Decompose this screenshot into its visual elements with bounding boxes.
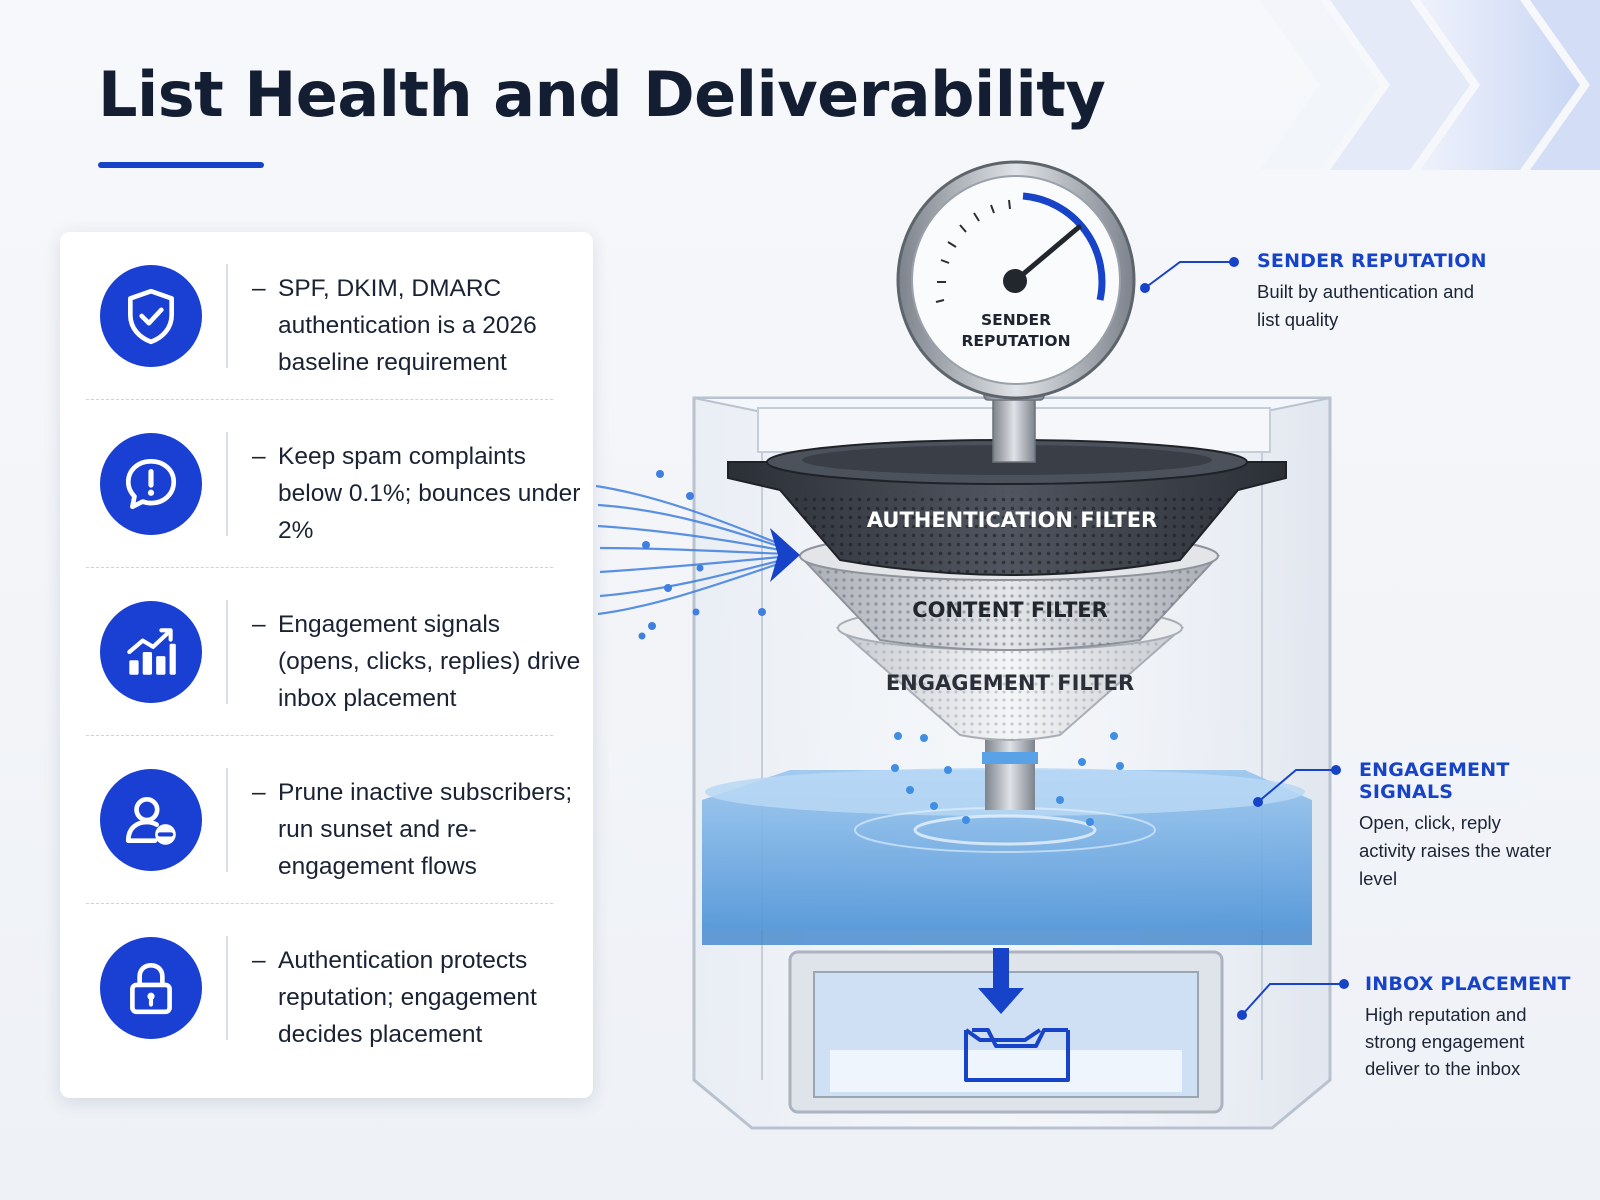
sender-callout-title: SENDER REPUTATION — [1257, 250, 1487, 272]
checklist-item: –SPF, DKIM, DMARC authentication is a 20… — [60, 232, 593, 400]
inbox-placement-callout: INBOX PLACEMENT High reputation and stro… — [1365, 973, 1571, 1082]
checklist-badge — [100, 937, 202, 1039]
sender-callout-dot — [1140, 283, 1150, 293]
inbox-callout-body: High reputation and strong engagement de… — [1365, 1004, 1527, 1079]
decorative-chevron-pattern — [1260, 0, 1600, 170]
row-divider — [226, 768, 228, 872]
inbox-callout-leader — [1241, 983, 1344, 1016]
row-separator — [86, 567, 553, 568]
sender-callout-body: Built by authentication and list quality — [1257, 281, 1475, 330]
inflow-arrowhead — [770, 528, 800, 582]
authentication-filter: AUTHENTICATION FILTER — [727, 439, 1287, 576]
water-reservoir — [702, 768, 1312, 945]
engagement-callout-body: Open, click, reply activity raises the w… — [1359, 812, 1552, 889]
checklist-item: –Keep spam complaints below 0.1%; bounce… — [60, 400, 593, 568]
engagement-signals-callout: ENGAGEMENT SIGNALS Open, click, reply ac… — [1359, 759, 1600, 893]
row-separator — [86, 735, 553, 736]
row-divider — [226, 432, 228, 536]
checklist-text: –Prune inactive subscribers; run sunset … — [252, 779, 573, 880]
engagement-callout-endpoint — [1331, 765, 1341, 775]
sender-reputation-gauge: SENDER REPUTATION — [896, 160, 1136, 400]
padlock-icon — [130, 962, 172, 1015]
inbox-drawer — [788, 948, 1224, 1114]
sender-callout-leader — [1144, 261, 1234, 289]
row-divider — [226, 264, 228, 368]
row-divider — [226, 600, 228, 704]
checklist-card: –SPF, DKIM, DMARC authentication is a 20… — [60, 232, 593, 1098]
checklist-badge — [100, 601, 202, 703]
alert-speech-bubble-icon — [125, 458, 177, 510]
engagement-callout-leader — [1257, 769, 1336, 803]
checklist-text: –Engagement signals (opens, clicks, repl… — [252, 611, 581, 712]
checklist-item: –Prune inactive subscribers; run sunset … — [60, 736, 593, 904]
incoming-mail-flow — [595, 484, 791, 616]
gauge-label-line1: SENDER — [981, 311, 1051, 329]
row-separator — [86, 399, 553, 400]
gauge-label-line2: REPUTATION — [961, 332, 1070, 350]
checklist-badge — [100, 433, 202, 535]
inflow-droplets — [638, 470, 766, 640]
sender-reputation-callout: SENDER REPUTATION Built by authenticatio… — [1257, 250, 1487, 334]
checklist-text: –Authentication protects reputation; eng… — [252, 947, 537, 1048]
spout-ring — [982, 752, 1038, 764]
inbox-callout-title: INBOX PLACEMENT — [1365, 973, 1571, 995]
sender-callout-endpoint — [1229, 257, 1239, 267]
shield-check-icon — [128, 288, 174, 345]
engagement-filter-label: ENGAGEMENT FILTER — [886, 671, 1134, 695]
engagement-callout-title: ENGAGEMENT SIGNALS — [1359, 759, 1510, 803]
funnel-spout — [985, 730, 1035, 810]
engagement-callout-dot — [1253, 797, 1263, 807]
checklist-badge — [100, 265, 202, 367]
gauge-stem — [992, 391, 1036, 463]
checklist-item: –Authentication protects reputation; eng… — [60, 904, 593, 1072]
title-underline — [98, 162, 264, 168]
checklist-badge — [100, 769, 202, 871]
row-separator — [86, 903, 553, 904]
inbox-tray-icon — [964, 948, 1070, 1082]
checklist-text: –Keep spam complaints below 0.1%; bounce… — [252, 443, 581, 544]
row-divider — [226, 936, 228, 1040]
authentication-filter-label: AUTHENTICATION FILTER — [867, 508, 1157, 532]
page-title: List Health and Deliverability — [98, 58, 1106, 131]
checklist-text: –SPF, DKIM, DMARC authentication is a 20… — [252, 275, 537, 376]
rising-bar-chart-icon — [127, 628, 176, 675]
inbox-callout-endpoint — [1339, 979, 1349, 989]
inbox-callout-dot — [1237, 1010, 1247, 1020]
content-filter-label: CONTENT FILTER — [912, 598, 1108, 622]
checklist-item: –Engagement signals (opens, clicks, repl… — [60, 568, 593, 736]
user-remove-icon — [125, 797, 176, 845]
falling-droplets — [891, 732, 1124, 826]
